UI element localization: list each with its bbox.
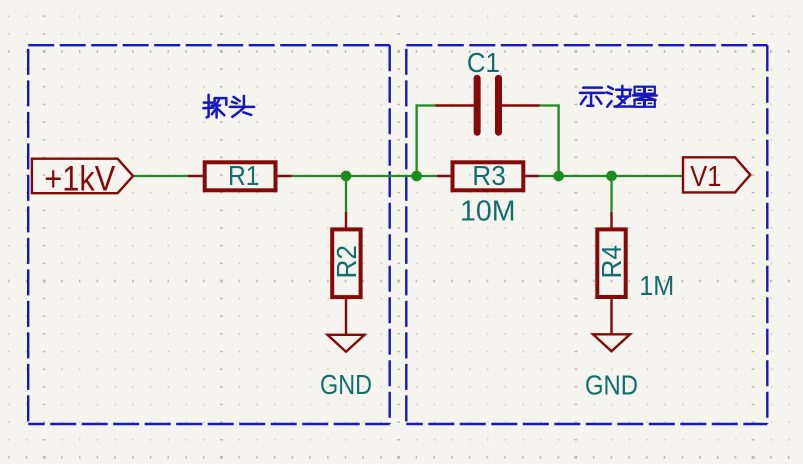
- svg-text:R1: R1: [228, 160, 260, 191]
- svg-text:GND: GND: [320, 369, 372, 400]
- svg-text:GND: GND: [585, 369, 638, 400]
- svg-text:R2: R2: [331, 245, 362, 279]
- svg-text:+1kV: +1kV: [44, 160, 116, 199]
- svg-text:10M: 10M: [460, 195, 516, 227]
- svg-text:1M: 1M: [639, 270, 674, 301]
- svg-text:V1: V1: [690, 161, 721, 193]
- svg-text:R3: R3: [472, 160, 506, 191]
- svg-text:R4: R4: [596, 245, 627, 279]
- svg-text:C1: C1: [467, 47, 500, 78]
